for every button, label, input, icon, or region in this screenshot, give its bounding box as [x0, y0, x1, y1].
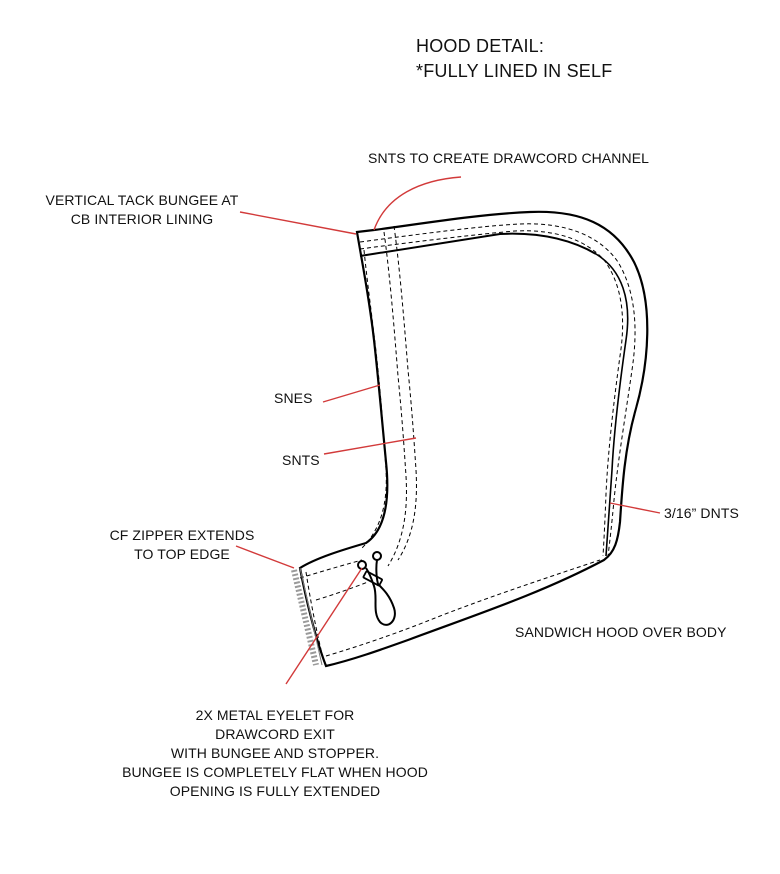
hood-outer-outline [298, 210, 649, 668]
lower-channel-dashed-1 [299, 559, 363, 579]
leader-eyelet [285, 567, 363, 685]
hood-band-inner-line [359, 232, 597, 257]
callout-cf-zipper-line-2: TO TOP EDGE [134, 546, 230, 562]
callout-vertical-tack: VERTICAL TACK BUNGEE AT CB INTERIOR LINI… [40, 191, 244, 229]
callout-vertical-tack-line-2: CB INTERIOR LINING [70, 211, 214, 227]
eyelet-icon [357, 560, 367, 570]
callout-sandwich: SANDWICH HOOD OVER BODY [515, 624, 727, 640]
lower-channel-dashed-2 [315, 581, 369, 601]
title-line-2: *FULLY LINED IN SELF [416, 61, 613, 81]
top-dashed-stitch-2 [359, 230, 624, 557]
front-edge-dashed [305, 571, 325, 663]
leader-cf-zipper [235, 545, 295, 569]
callout-eyelet-line-4: BUNGEE IS COMPLETELY FLAT WHEN HOOD [122, 764, 428, 780]
bottom-edge-dashed [325, 559, 601, 657]
callout-cf-zipper: CF ZIPPER EXTENDS TO TOP EDGE [106, 526, 258, 564]
eyelet-icon [372, 551, 382, 561]
top-dashed-stitch-1 [359, 223, 636, 557]
callout-snts: SNTS [282, 452, 320, 468]
leader-snts [323, 437, 417, 455]
callout-drawcord-channel: SNTS TO CREATE DRAWCORD CHANNEL [368, 150, 650, 166]
leader-snes [322, 384, 381, 403]
back-seam-dashed-inner [393, 225, 417, 561]
back-seam-dashed-outer [361, 249, 387, 549]
leader-dnts [609, 502, 661, 514]
callout-eyelet-line-1: 2X METAL EYELET FOR [195, 707, 355, 723]
leader-lines [235, 176, 661, 685]
cf-zipper [291, 567, 323, 666]
title-line-1: HOOD DETAIL: [416, 36, 545, 56]
callout-eyelet-line-2: DRAWCORD EXIT [215, 726, 335, 742]
callout-dnts: 3/16” DNTS [664, 505, 739, 521]
callout-snes: SNES [274, 390, 313, 406]
callout-vertical-tack-line-1: VERTICAL TACK BUNGEE AT [45, 192, 239, 208]
callout-cf-zipper-line-1: CF ZIPPER EXTENDS [109, 527, 255, 543]
bungee-cord-loop [365, 559, 396, 626]
leader-drawcord-channel [373, 176, 462, 231]
back-seam-dashed-mid [383, 231, 407, 567]
page-title: HOOD DETAIL: *FULLY LINED IN SELF [416, 34, 612, 84]
callout-eyelet: 2X METAL EYELET FOR DRAWCORD EXIT WITH B… [118, 706, 432, 801]
face-opening-solid [595, 253, 629, 557]
leader-vertical-tack [239, 211, 357, 235]
callout-eyelet-line-3: WITH BUNGEE AND STOPPER. [170, 745, 380, 761]
callout-eyelet-line-5: OPENING IS FULLY EXTENDED [169, 783, 381, 799]
